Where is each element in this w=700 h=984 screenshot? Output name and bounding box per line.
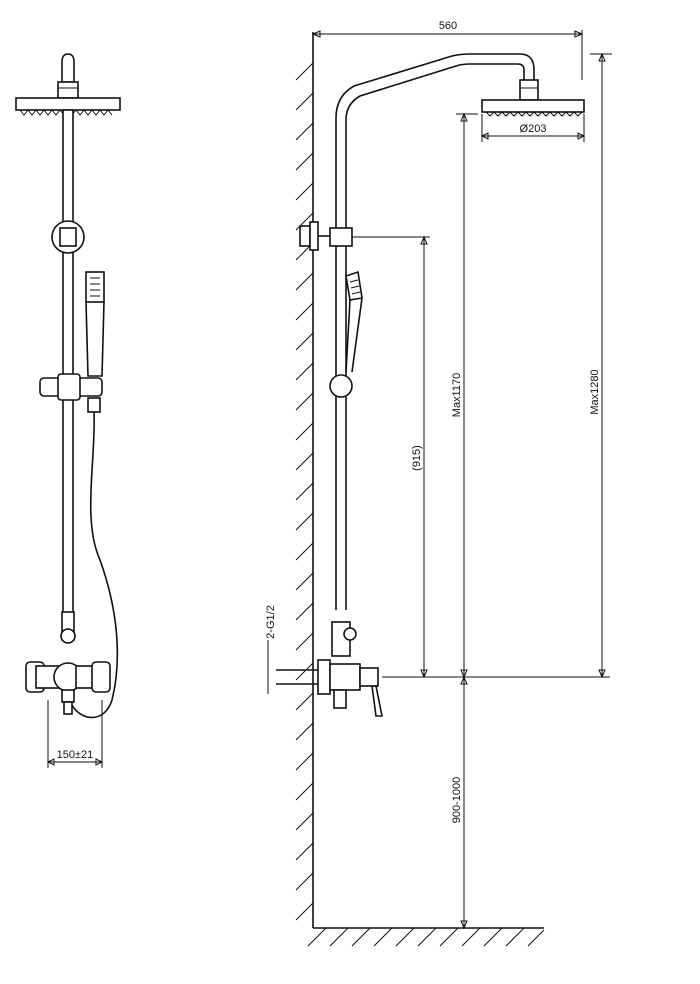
wall	[295, 32, 314, 928]
front-hose	[71, 411, 119, 719]
top-width-label: 560	[439, 20, 457, 32]
side-wall-bracket	[299, 221, 353, 251]
side-slider	[329, 374, 353, 398]
side-head-connector	[519, 79, 539, 101]
top-width-dimension: 560	[311, 20, 584, 80]
side-mixer	[317, 621, 383, 717]
head-diameter-dimension: Ø203	[480, 114, 586, 142]
max1170-dimension: Max1170	[451, 112, 478, 679]
front-wall-bracket	[51, 220, 85, 254]
max1280-label: Max1280	[589, 369, 601, 414]
front-hand-shower	[85, 271, 105, 377]
max1170-label: Max1170	[451, 373, 463, 417]
inlet-thread-label: 2-G1/2	[265, 605, 277, 639]
front-width-label: 150±21	[57, 749, 94, 761]
height-900-1000-label: 900-1000	[451, 777, 463, 824]
front-mixer-body	[25, 661, 111, 715]
slide-915-dimension: (915)	[352, 235, 430, 679]
max1280-dimension: Max1280	[589, 52, 612, 679]
side-view: 560 Ø203	[265, 20, 612, 947]
side-rain-head	[481, 99, 585, 117]
slide-915-label: (915)	[411, 445, 423, 471]
front-slider-holder	[39, 373, 103, 413]
height-900-1000-dimension: 900-1000	[451, 675, 468, 930]
head-diameter-label: Ø203	[520, 123, 547, 135]
front-top-connector	[57, 53, 79, 99]
front-diverter	[60, 611, 76, 644]
floor	[307, 927, 545, 947]
side-shower-arm	[335, 53, 535, 610]
side-hand-shower	[345, 270, 363, 373]
front-view: 150±21	[15, 53, 121, 768]
side-inlet: 2-G1/2	[265, 605, 318, 694]
front-width-dimension: 150±21	[46, 700, 104, 768]
